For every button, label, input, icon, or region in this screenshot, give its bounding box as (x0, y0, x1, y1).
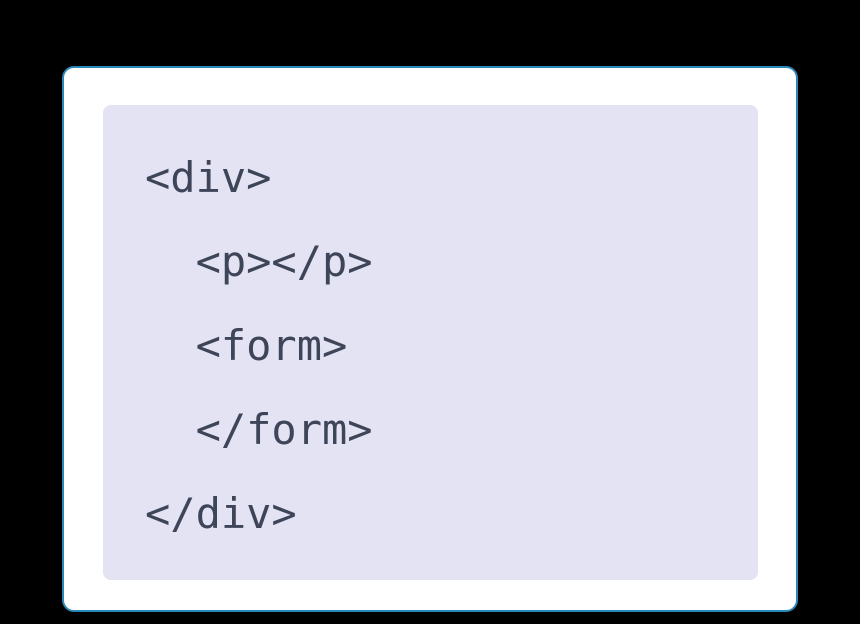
code-line-form-open: <form> (145, 321, 348, 370)
code-line-div-close: </div> (145, 489, 297, 538)
code-line-p: <p></p> (145, 237, 373, 286)
code-block: <div> <p></p> <form> </form> </div> (103, 105, 758, 580)
code-line-form-close: </form> (145, 405, 373, 454)
code-line-div-open: <div> (145, 153, 272, 202)
code-card: <div> <p></p> <form> </form> </div> (62, 66, 798, 612)
